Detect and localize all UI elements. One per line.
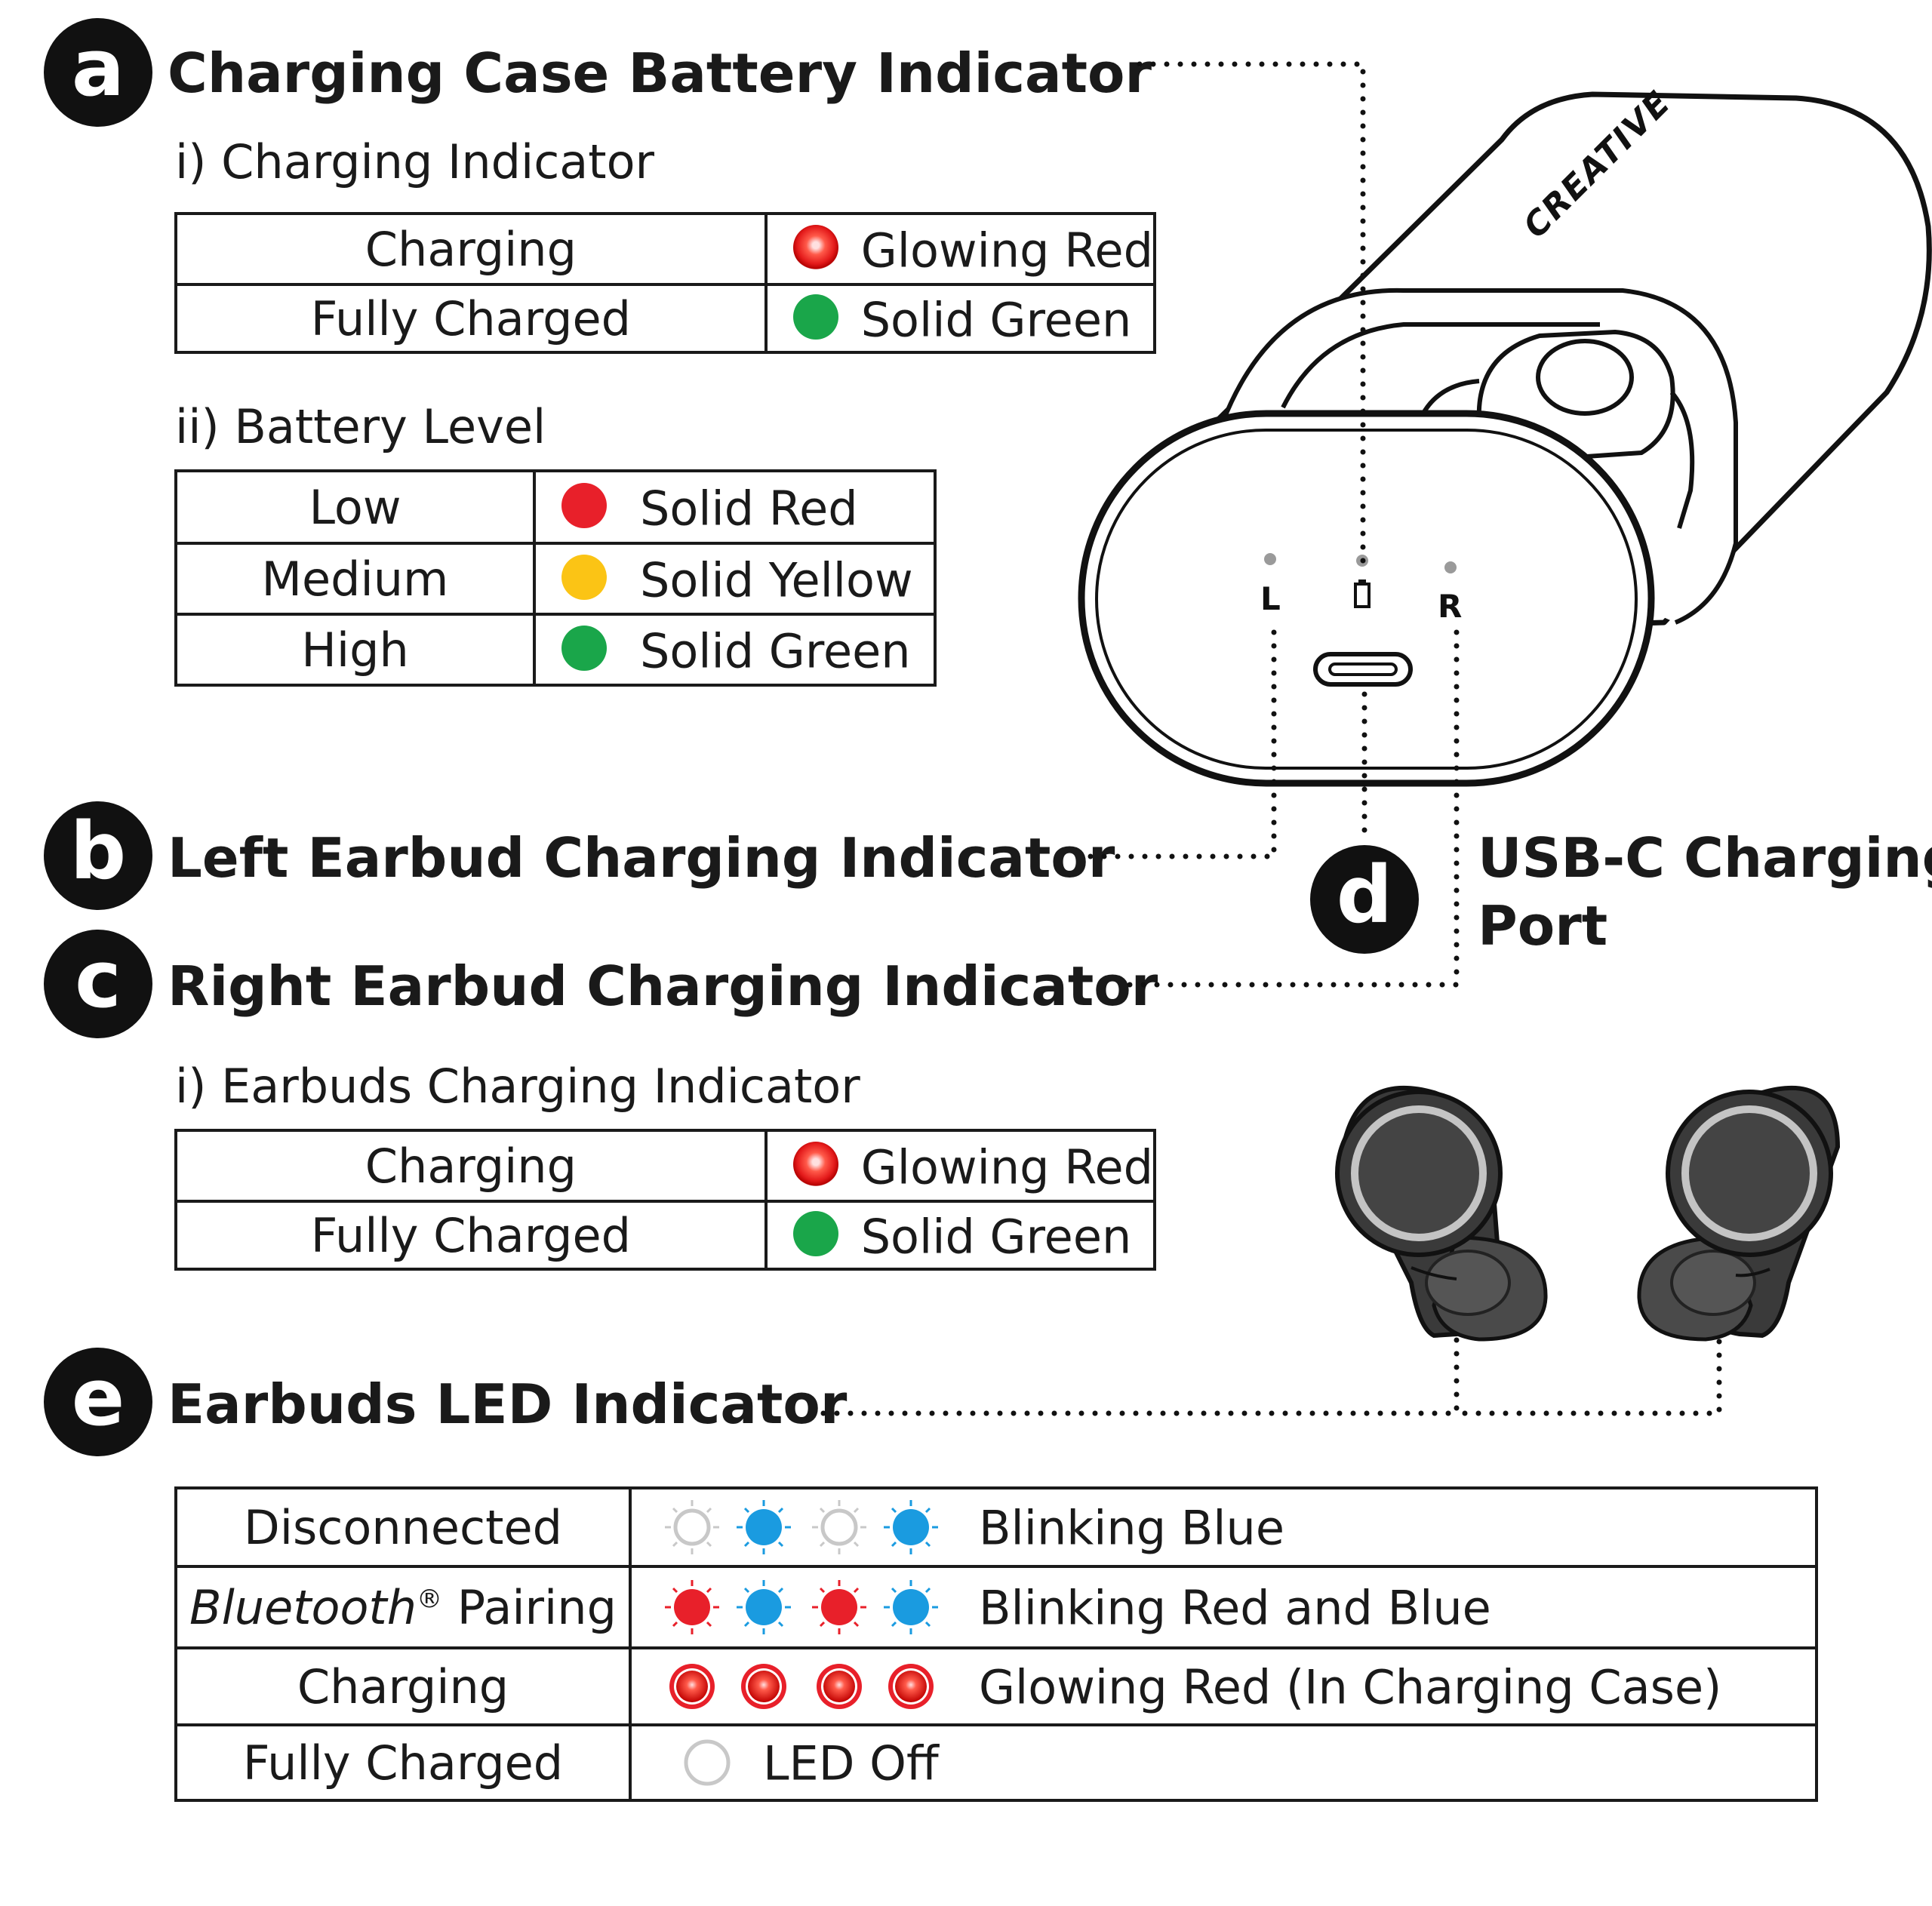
table-row: Low Solid Red [174,469,937,545]
table-case-charging-indicator: Charging Glowing Red Fully Charged Solid… [174,212,1157,354]
badge-a: a [44,18,152,127]
state-cell: Charging [174,1129,768,1203]
led-cell: Solid Red [533,469,937,545]
case-label-left: L [1260,580,1281,617]
right-earbud-icon [1637,1085,1841,1342]
table-row: Fully Charged Solid Green [174,283,1157,354]
glowing-red-led-icon [792,1142,838,1188]
led-cell: LED Off [629,1723,1818,1802]
led-cell: Solid Yellow [533,542,937,616]
table-earbuds-charging-indicator: Charging Glowing Red Fully Charged Solid… [174,1129,1157,1271]
solid-green-led-icon [561,626,607,672]
bluetooth-word: Bluetooth [189,1579,417,1635]
usb-c-port-icon [1313,652,1413,687]
red-led-icon [665,1580,719,1635]
solid-red-led-icon [561,483,607,529]
led-cell: Solid Green [764,1200,1157,1271]
table-row: Charging Glowing Red [174,212,1157,286]
blue-led-icon [884,1500,938,1555]
state-cell: Fully Charged [174,283,768,354]
subheading-battery-level: ii) Battery Level [175,399,546,454]
case-front [1078,410,1655,787]
pairing-word: Pairing [442,1579,617,1635]
led-cell: Solid Green [764,283,1157,354]
led-cell: Solid Green [533,613,937,687]
led-cell: Glowing Red (In Charging Case) [629,1646,1818,1726]
table-earbuds-led-indicator: Disconnected Blinking [174,1486,1818,1802]
led-label: Solid Yellow [640,552,913,608]
heading-usb-c-charging-port-line1: USB-C Charging [1478,826,1932,890]
led-label: Blinking Red and Blue [979,1579,1491,1635]
led-label: Solid Green [860,1209,1132,1265]
led-label: Solid Red [640,481,858,536]
state-cell: Low [174,469,536,545]
led-label: Glowing Red [860,1139,1153,1195]
solid-green-led-icon [792,1211,838,1257]
led-label: Glowing Red [860,223,1153,278]
heading-charging-case-battery-indicator: Charging Case Battery Indicator [168,42,1152,105]
red-led-icon [812,1580,866,1635]
glowing-red-led-icon [817,1664,862,1710]
heading-earbuds-led-indicator: Earbuds LED Indicator [168,1373,848,1436]
led-off-icon [812,1500,866,1555]
led-off-icon [665,1500,719,1555]
state-cell: Bluetooth® Pairing [174,1565,632,1649]
badge-e: e [44,1348,152,1456]
state-cell: High [174,613,536,687]
heading-left-earbud-charging-indicator: Left Earbud Charging Indicator [168,826,1115,890]
case-label-right: R [1438,588,1462,625]
blinking-red-blue-pattern-icon [665,1580,938,1635]
table-row: High Solid Green [174,613,937,687]
right-led-dot [1444,561,1457,573]
state-cell: Disconnected [174,1486,632,1568]
glowing-red-pattern-icon [669,1664,934,1710]
glowing-red-led-icon [669,1664,715,1710]
heading-usb-c-charging-port-line2: Port [1478,894,1608,958]
badge-c: c [44,930,152,1038]
state-cell: Charging [174,212,768,286]
led-cell: Glowing Red [764,212,1157,286]
dotted-leader-lines [820,61,1722,1416]
glowing-red-led-icon [888,1664,934,1710]
table-row: Charging Glowing Red [174,1129,1157,1203]
led-off-icon [684,1739,731,1786]
blinking-blue-pattern-icon [665,1500,938,1555]
led-cell: Glowing Red [764,1129,1157,1203]
glowing-red-led-icon [792,225,838,271]
battery-icon [1354,579,1371,608]
badge-b: b [44,801,152,910]
state-cell: Medium [174,542,536,616]
table-battery-level: Low Solid Red Medium Solid Yellow High S… [174,469,937,687]
table-row: Disconnected Blinking [174,1486,1818,1568]
state-cell: Fully Charged [174,1200,768,1271]
table-row: Fully Charged LED Off [174,1723,1818,1802]
led-cell: Blinking Blue [629,1486,1818,1568]
solid-yellow-led-icon [561,555,607,601]
table-row: Fully Charged Solid Green [174,1200,1157,1271]
left-earbud-icon [1335,1085,1548,1342]
table-row: Bluetooth® Pairing Bli [174,1565,1818,1649]
led-label: Blinking Blue [979,1499,1284,1555]
blue-led-icon [884,1580,938,1635]
subheading-earbuds-charging-indicator: i) Earbuds Charging Indicator [175,1059,860,1114]
registered-mark: ® [417,1583,443,1614]
badge-d: d [1310,845,1419,954]
glowing-red-led-icon [741,1664,786,1710]
led-label: Solid Green [640,623,911,679]
led-cell: Blinking Red and Blue [629,1565,1818,1649]
solid-green-led-icon [792,294,838,340]
heading-right-earbud-charging-indicator: Right Earbud Charging Indicator [168,955,1158,1018]
state-cell: Charging [174,1646,632,1726]
led-label: LED Off [763,1735,939,1791]
led-label: Glowing Red (In Charging Case) [979,1659,1722,1714]
table-row: Medium Solid Yellow [174,542,937,616]
blue-led-icon [737,1500,791,1555]
table-row: Charging Glowing Red (In Charging Case) [174,1646,1818,1726]
blue-led-icon [737,1580,791,1635]
subheading-charging-indicator: i) Charging Indicator [175,134,655,189]
state-cell: Fully Charged [174,1723,632,1802]
left-led-dot [1264,553,1276,565]
led-label: Solid Green [860,292,1132,348]
